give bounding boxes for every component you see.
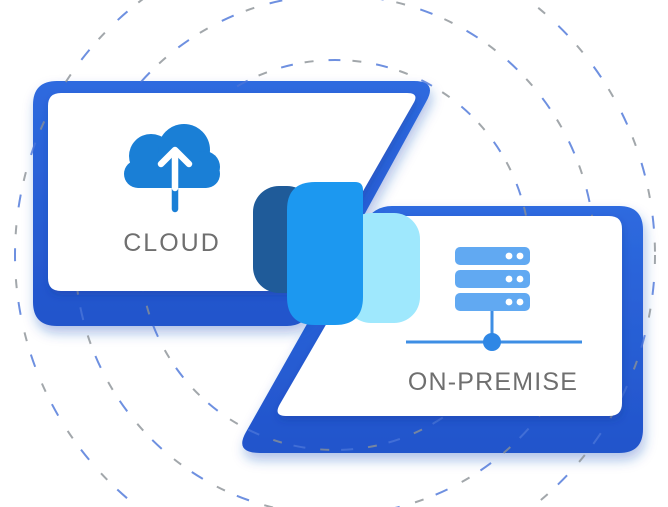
server-bar-3 xyxy=(455,293,530,311)
server-leds xyxy=(505,252,524,306)
upload-arrow-head xyxy=(157,146,193,168)
onpremise-card-label: ON-PREMISE xyxy=(408,368,578,396)
sync-pills-glyph xyxy=(253,182,420,325)
server-bar-1 xyxy=(455,247,530,265)
server-bar-2 xyxy=(455,270,530,288)
cloud-card-label: CLOUD xyxy=(123,229,221,257)
pill-azure xyxy=(287,182,363,325)
network-node-dot xyxy=(483,333,501,351)
server-stack-icon xyxy=(406,247,582,351)
dashed-ring-outer-gray xyxy=(14,0,656,507)
dashed-ring-outer-blue xyxy=(14,0,656,507)
cloud-upload-icon xyxy=(124,124,220,213)
pill-cyan xyxy=(345,213,420,323)
